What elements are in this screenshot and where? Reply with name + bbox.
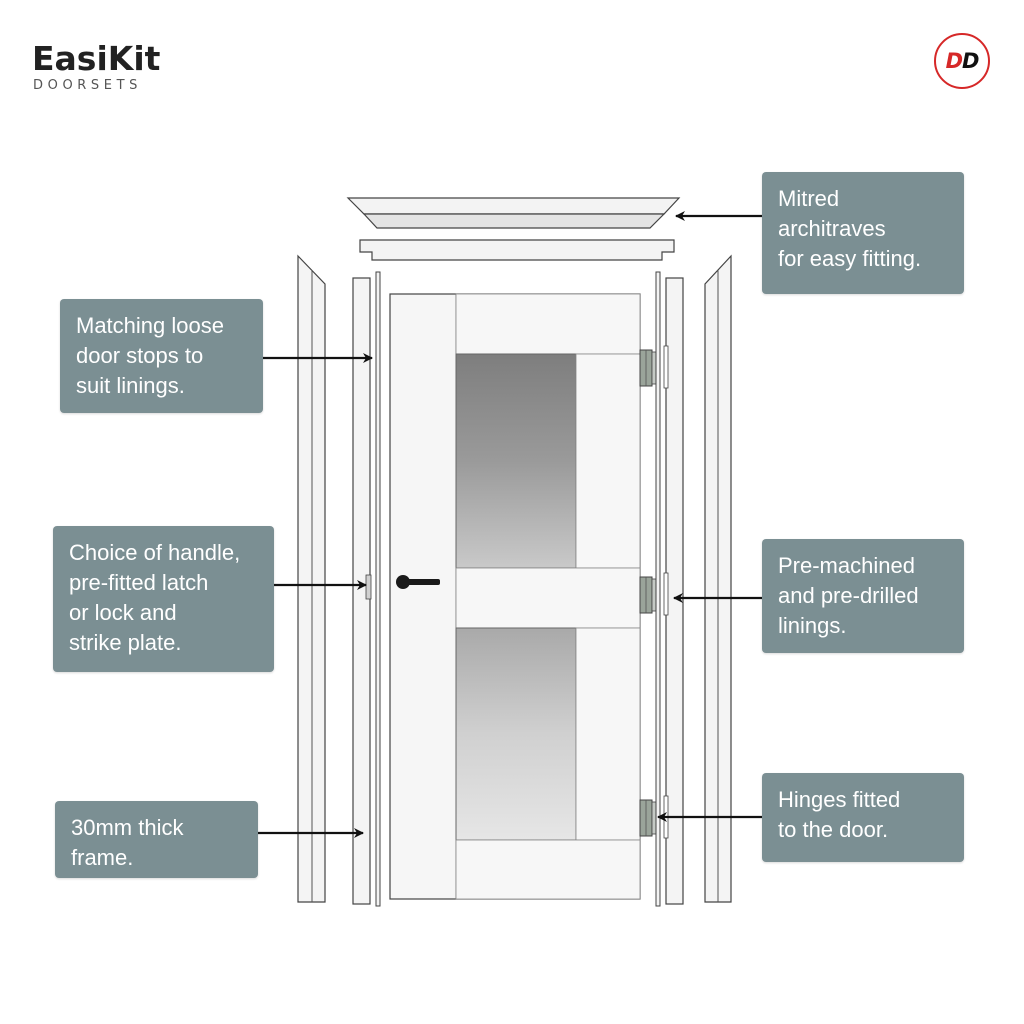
callout-handle: Choice of handle, pre-fitted latch or lo… [53, 526, 274, 672]
callout-handle-line-4: strike plate. [69, 630, 182, 655]
callout-frame: 30mm thick frame. [55, 801, 258, 878]
callout-architraves-line-2: architraves [778, 216, 886, 241]
lining-right [663, 277, 684, 905]
callout-handle-line-1: Choice of handle, [69, 540, 241, 565]
brand-logo: EasiKit DOORSETS [32, 40, 160, 94]
callout-door-stops: Matching loose door stops to suit lining… [60, 299, 263, 413]
callout-architraves: Mitred architraves for easy fitting. [762, 172, 964, 294]
callout-handle-line-3: or lock and [69, 600, 177, 625]
dd-badge-letter-2: D [962, 49, 979, 73]
dd-badge-letter-1: D [945, 49, 963, 73]
callout-door-stops-line-3: suit linings. [76, 373, 185, 398]
callout-linings-line-1: Pre-machined [778, 553, 915, 578]
architrave-right [704, 254, 732, 903]
lining-left [352, 277, 372, 905]
callout-handle-line-2: pre-fitted latch [69, 570, 209, 595]
brand-subtitle: DOORSETS [33, 78, 142, 93]
callout-hinges: Hinges fitted to the door. [762, 773, 964, 862]
callout-linings: Pre-machined and pre-drilled linings. [762, 539, 964, 653]
callout-hinges-line-1: Hinges fitted [778, 787, 901, 812]
door-handle-icon [396, 575, 440, 589]
callout-frame-line-1: 30mm thick [71, 815, 184, 840]
callout-linings-line-3: linings. [778, 613, 847, 638]
callout-frame-line-2: frame. [71, 845, 134, 870]
callout-architraves-line-1: Mitred [778, 186, 840, 211]
glass-panel-top [455, 353, 577, 569]
architrave-head [346, 197, 681, 229]
door-stop-left [375, 271, 381, 907]
door-stop-right [655, 271, 661, 907]
brand-name: EasiKit [32, 39, 161, 78]
callout-door-stops-line-2: door stops to [76, 343, 204, 368]
door-leaf [389, 293, 641, 900]
architrave-left [297, 254, 326, 903]
callout-door-stops-line-1: Matching loose [76, 313, 224, 338]
callout-architraves-line-3: for easy fitting. [778, 246, 922, 271]
lining-head [359, 239, 675, 261]
glass-panel-bottom [455, 627, 577, 841]
callout-linings-line-2: and pre-drilled [778, 583, 919, 608]
callout-arrows [258, 211, 762, 838]
callout-hinges-line-2: to the door. [778, 817, 889, 842]
